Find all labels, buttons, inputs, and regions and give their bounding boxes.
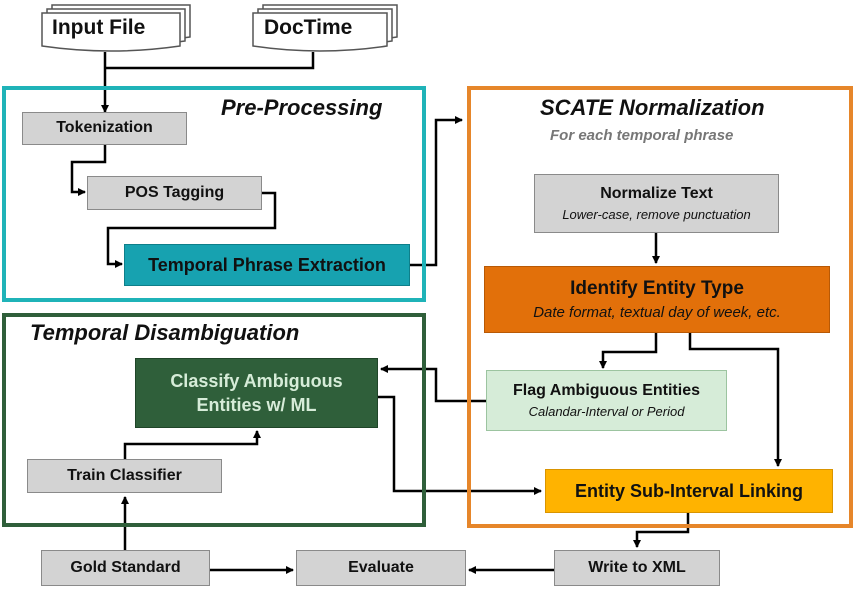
flag-ambiguous-entities-detail: Calandar-Interval or Period — [528, 404, 685, 420]
normalize-text-label: Normalize Text — [600, 184, 713, 202]
gold-standard-label: Gold Standard — [70, 558, 181, 576]
entity-sub-interval-linking-box: Entity Sub-Interval Linking — [545, 469, 833, 513]
disambiguation-panel — [2, 313, 426, 527]
arrow-identify-to-flag — [599, 333, 658, 369]
line-doctime-join — [105, 52, 315, 70]
pos-tagging-label: POS Tagging — [124, 183, 225, 201]
input-file-document-icon — [41, 4, 191, 52]
normalize-text-box: Normalize Text Lower-case, remove punctu… — [534, 174, 779, 233]
preprocessing-panel — [2, 86, 426, 302]
doctime-document-icon — [252, 4, 398, 52]
classify-line-2: Entities w/ ML — [196, 394, 317, 415]
preprocessing-title: Pre-Processing — [221, 95, 383, 120]
doctime-label: DocTime — [264, 16, 353, 39]
scate-panel — [467, 86, 853, 528]
pos-tagging-box: POS Tagging — [87, 176, 262, 210]
arrow-tokenization-to-pos — [70, 145, 107, 196]
scate-title: SCATE Normalization — [540, 95, 765, 120]
tokenization-label: Tokenization — [56, 119, 153, 137]
temporal-phrase-extraction-label: Temporal Phrase Extraction — [148, 254, 386, 275]
evaluate-box: Evaluate — [296, 550, 466, 586]
arrow-flag-to-classify — [380, 365, 486, 403]
flag-ambiguous-entities-label: Flag Ambiguous Entities — [513, 381, 700, 399]
temporal-phrase-extraction-box: Temporal Phrase Extraction — [124, 244, 410, 286]
input-file-label: Input File — [52, 16, 146, 39]
identify-entity-type-detail: Date format, textual day of week, etc. — [533, 303, 781, 321]
arrow-train-to-classify — [123, 430, 261, 459]
scate-subtitle: For each temporal phrase — [550, 127, 734, 144]
gold-standard-box: Gold Standard — [41, 550, 210, 586]
train-classifier-label: Train Classifier — [67, 466, 182, 484]
tokenization-box: Tokenization — [22, 112, 187, 145]
entity-sub-interval-linking-label: Entity Sub-Interval Linking — [574, 480, 803, 501]
identify-entity-type-box: Identify Entity Type Date format, textua… — [484, 266, 830, 333]
arrow-pos-to-extraction — [106, 191, 277, 268]
normalize-text-detail: Lower-case, remove punctuation — [562, 207, 751, 223]
flag-ambiguous-entities-box: Flag Ambiguous Entities Calandar-Interva… — [486, 370, 727, 431]
write-to-xml-label: Write to XML — [588, 558, 686, 576]
arrow-identify-to-subinterval — [688, 333, 782, 467]
disambiguation-title: Temporal Disambiguation — [30, 320, 300, 345]
evaluate-label: Evaluate — [348, 558, 414, 576]
identify-entity-type-label: Identify Entity Type — [570, 278, 744, 300]
train-classifier-box: Train Classifier — [27, 459, 222, 493]
classify-ambiguous-entities-box: Classify Ambiguous Entities w/ ML — [135, 358, 378, 428]
classify-line-1: Classify Ambiguous — [170, 370, 343, 391]
write-to-xml-box: Write to XML — [554, 550, 720, 586]
arrow-subinterval-to-write — [633, 513, 690, 548]
